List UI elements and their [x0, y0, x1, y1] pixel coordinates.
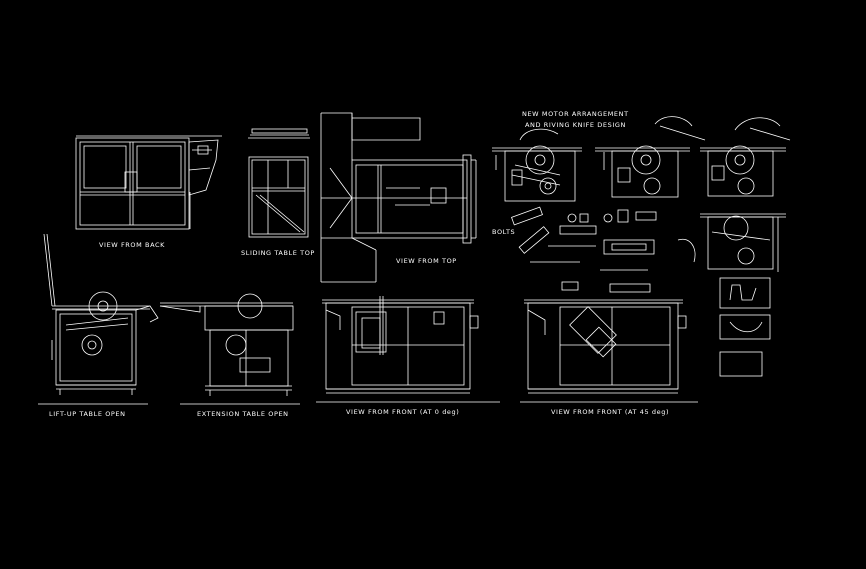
lift-up-table-open-label: LIFT-UP TABLE OPEN — [49, 410, 126, 418]
view-from-front-45-drawing — [524, 299, 687, 394]
extension-table-open-label: EXTENSION TABLE OPEN — [197, 410, 289, 418]
view-from-top-drawing — [320, 112, 477, 283]
view-from-front-0-drawing — [322, 296, 479, 394]
sliding-table-top-drawing — [248, 128, 310, 238]
view-from-back-drawing — [75, 135, 222, 230]
bolts-label: BOLTS — [492, 228, 516, 236]
motor-title-line1: NEW MOTOR ARRANGEMENT — [522, 110, 629, 118]
lift-up-table-open-drawing — [43, 233, 159, 395]
sliding-table-top-label: SLIDING TABLE TOP — [241, 249, 315, 257]
motor-arrangement-drawings — [492, 116, 791, 377]
view-from-front-45-label: VIEW FROM FRONT (AT 45 deg) — [551, 408, 670, 416]
extension-table-open-drawing — [159, 293, 294, 396]
view-from-front-0-label: VIEW FROM FRONT (AT 0 deg) — [346, 408, 460, 416]
view-from-top-label: VIEW FROM TOP — [396, 257, 457, 265]
motor-title-line2: AND RIVING KNIFE DESIGN — [525, 121, 626, 129]
view-from-back-label: VIEW FROM BACK — [99, 241, 166, 249]
